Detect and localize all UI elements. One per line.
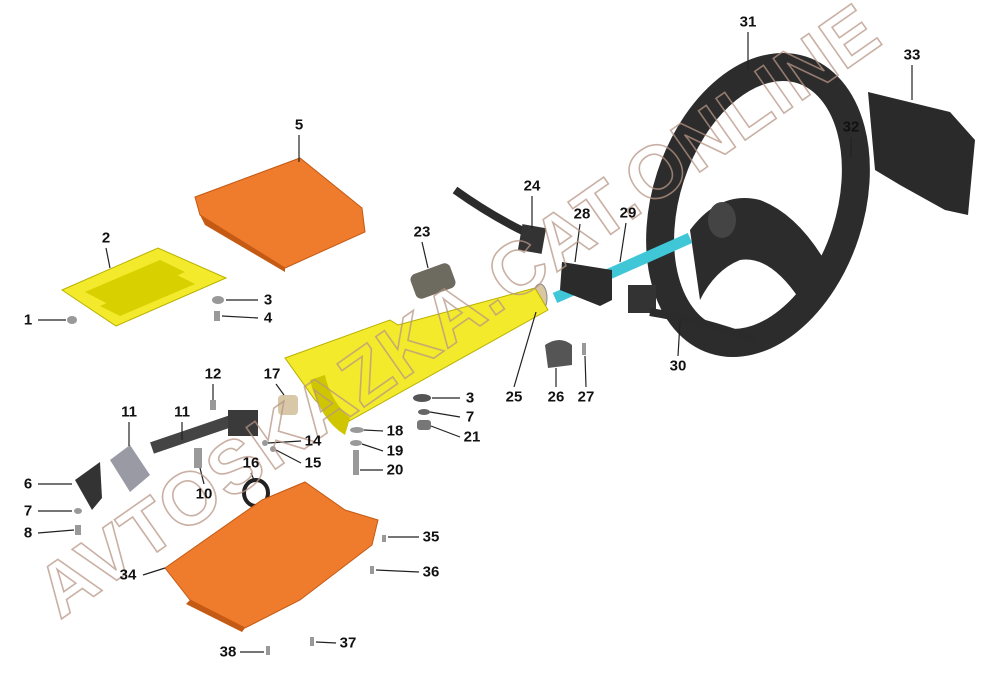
part-cover-33 — [868, 92, 975, 215]
part-top-cover-5 — [194, 157, 366, 272]
part-screw-37 — [310, 637, 314, 646]
part-screw-38 — [266, 646, 270, 655]
part-washer-7b — [418, 409, 430, 415]
callout-35: 35 — [422, 528, 440, 546]
callout-19: 19 — [386, 442, 404, 460]
part-nut-21 — [417, 420, 431, 430]
part-washer-3 — [212, 296, 224, 304]
part-shaft-11 — [150, 410, 258, 454]
callout-10: 10 — [195, 485, 213, 503]
callout-2: 2 — [101, 229, 111, 247]
callout-37: 37 — [339, 634, 357, 652]
leader-lines — [37, 32, 913, 653]
part-washer-3b — [413, 394, 431, 402]
callout-17: 17 — [263, 365, 281, 383]
callout-32: 32 — [842, 118, 860, 136]
callout-27: 27 — [577, 388, 595, 406]
callout-1: 1 — [23, 311, 33, 329]
callout-36: 36 — [422, 563, 440, 581]
callout-6: 6 — [23, 475, 33, 493]
part-nut-14 — [262, 440, 268, 446]
part-bolt-10 — [194, 448, 202, 468]
part-bolt-20 — [353, 450, 359, 475]
part-column — [284, 287, 549, 435]
callout-29: 29 — [619, 204, 637, 222]
part-washer-18 — [350, 427, 364, 433]
callout-3: 3 — [263, 291, 273, 309]
part-nut-1 — [67, 316, 77, 324]
callout-23: 23 — [413, 223, 431, 241]
callout-31: 31 — [739, 13, 757, 31]
callout-26: 26 — [547, 388, 565, 406]
part-clamp-26 — [545, 340, 572, 368]
part-steering-wheel-31 — [646, 52, 870, 358]
callout-30: 30 — [669, 357, 687, 375]
callout-14: 14 — [304, 432, 322, 450]
callout-11-plate: 11 — [121, 403, 137, 421]
callout-11-shaft: 11 — [174, 403, 190, 421]
callout-4: 4 — [263, 309, 273, 327]
part-screw-36 — [370, 566, 374, 574]
part-bolt-12 — [210, 400, 216, 410]
part-lock-23 — [410, 263, 456, 299]
callout-21: 21 — [463, 428, 481, 446]
callout-15: 15 — [304, 454, 322, 472]
callout-33: 33 — [903, 46, 921, 64]
callout-5: 5 — [294, 116, 304, 134]
part-nut-15 — [270, 446, 276, 452]
callout-34: 34 — [119, 566, 137, 584]
part-washer-7 — [74, 508, 82, 514]
part-bolt-4 — [214, 311, 220, 321]
part-washer-19 — [350, 440, 362, 446]
callout-16: 16 — [242, 454, 260, 472]
callout-18: 18 — [386, 422, 404, 440]
part-bushing-17 — [278, 395, 298, 415]
part-bolt-27 — [582, 343, 586, 355]
callout-24: 24 — [523, 177, 541, 195]
part-screw-35 — [382, 535, 386, 542]
callout-8: 8 — [23, 524, 33, 542]
callout-12: 12 — [204, 365, 222, 383]
part-switch-28 — [560, 262, 612, 306]
watermark-text: AVTOSKAZKA.CAT.ONLINE — [22, 0, 895, 633]
part-plate-11 — [110, 445, 150, 492]
callout-3b: 3 — [465, 389, 475, 407]
callout-25: 25 — [505, 388, 523, 406]
part-lever-24 — [452, 186, 527, 236]
callout-7: 7 — [23, 502, 33, 520]
part-bracket-2 — [60, 247, 228, 327]
callout-38: 38 — [219, 643, 237, 661]
part-lower-cover-34 — [164, 481, 379, 632]
callout-20: 20 — [386, 461, 404, 479]
callout-7b: 7 — [465, 408, 475, 426]
part-bolt-8 — [75, 525, 81, 535]
callout-28: 28 — [573, 205, 591, 223]
part-bracket-6 — [75, 462, 102, 510]
